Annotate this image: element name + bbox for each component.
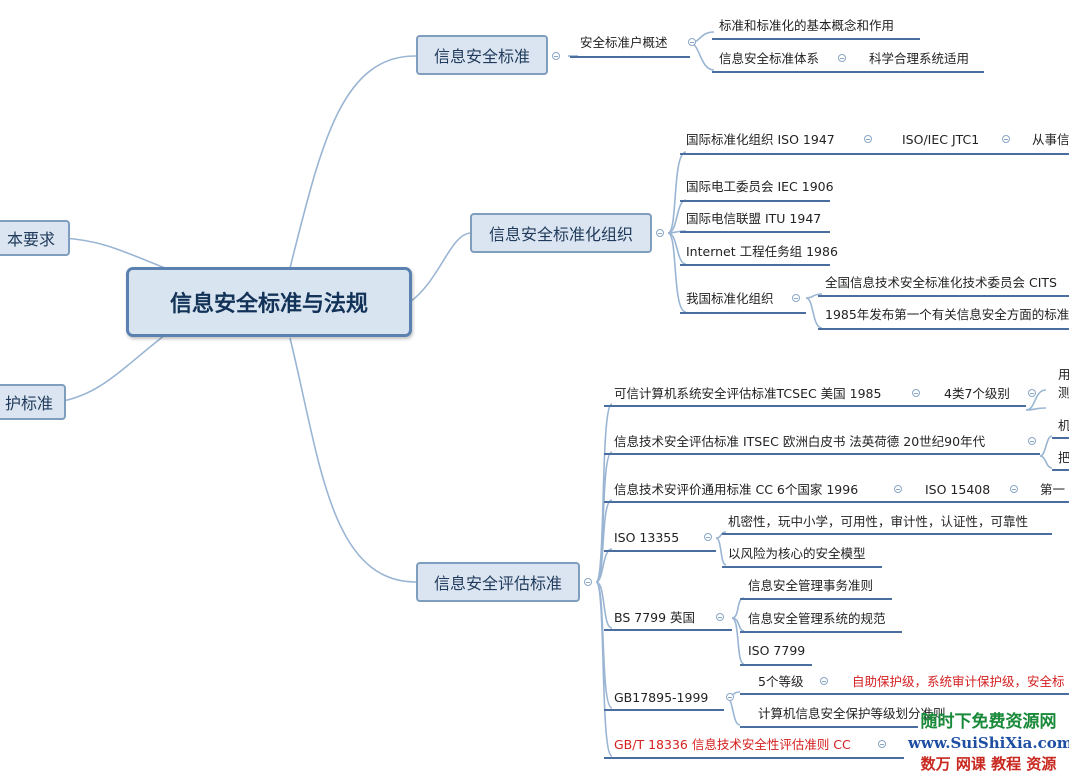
underline xyxy=(680,312,806,314)
std-system[interactable]: 信息安全标准体系 xyxy=(719,51,820,66)
collapse-toggle-icon[interactable] xyxy=(894,485,902,493)
std-overview[interactable]: 安全标准户概述 xyxy=(580,35,668,50)
eval-tcsec-levels[interactable]: 4类7个级别 xyxy=(944,386,1010,401)
underline xyxy=(740,693,1069,695)
underline xyxy=(712,38,920,40)
collapse-toggle-icon[interactable] xyxy=(878,740,886,748)
collapse-toggle-icon[interactable] xyxy=(838,54,846,62)
underline xyxy=(722,566,882,568)
eval-itsec-child-1[interactable]: 机 xyxy=(1058,418,1069,433)
org-iso-jtc-detail[interactable]: 从事信 xyxy=(1032,132,1069,147)
underline xyxy=(740,631,902,633)
collapse-toggle-icon[interactable] xyxy=(656,229,664,237)
eval-gb-division[interactable]: 计算机信息安全保护等级划分准则 xyxy=(758,706,946,721)
eval-gb-levels-detail[interactable]: 自助保护级，系统审计保护级，安全标 xyxy=(852,674,1065,689)
collapse-toggle-icon[interactable] xyxy=(1002,135,1010,143)
collapse-toggle-icon[interactable] xyxy=(716,613,724,621)
eval-bs-b[interactable]: 信息安全管理系统的规范 xyxy=(748,611,886,626)
eval-bs7799[interactable]: BS 7799 英国 xyxy=(614,610,696,625)
collapse-toggle-icon[interactable] xyxy=(584,578,592,586)
collapse-toggle-icon[interactable] xyxy=(864,135,872,143)
eval-tcsec-child-1[interactable]: 用 xyxy=(1058,367,1069,382)
collapse-toggle-icon[interactable] xyxy=(912,389,920,397)
org-ietf[interactable]: Internet 工程任务组 1986 xyxy=(686,244,838,259)
eval-gbt18336[interactable]: GB/T 18336 信息技术安全性评估准则 CC xyxy=(614,737,851,752)
eval-gb17895[interactable]: GB17895-1999 xyxy=(614,690,709,705)
eval-tcsec-child-2[interactable]: 测 xyxy=(1058,385,1069,400)
watermark-logo: 随时下免费资源网 www.SuiShiXia.com 数万 网课 教程 资源 xyxy=(908,712,1069,775)
collapse-toggle-icon[interactable] xyxy=(1028,389,1036,397)
org-1985[interactable]: 1985年发布第一个有关信息安全方面的标准 xyxy=(825,307,1069,322)
collapse-toggle-icon[interactable] xyxy=(552,52,560,60)
eval-cc[interactable]: 信息技术安评价通用标准 CC 6个国家 1996 xyxy=(614,482,859,497)
central-topic-label: 信息安全标准与法规 xyxy=(169,292,368,317)
org-cn[interactable]: 我国标准化组织 xyxy=(686,291,774,306)
branch-evaluation-standard[interactable]: 信息安全评估标准 xyxy=(416,562,580,602)
underline xyxy=(604,709,724,711)
left-node-top-label: 本要求 xyxy=(6,230,55,249)
org-cits[interactable]: 全国信息技术安全标准化技术委员会 CITS xyxy=(825,275,1057,290)
underline xyxy=(740,664,812,666)
eval-cc-iso[interactable]: ISO 15408 xyxy=(925,482,991,497)
left-node-bottom-label: 护标准 xyxy=(4,394,53,413)
underline xyxy=(740,598,892,600)
eval-iso13355[interactable]: ISO 13355 xyxy=(614,530,680,545)
watermark-line-3: 数万 网课 教程 资源 xyxy=(920,755,1057,773)
collapse-toggle-icon[interactable] xyxy=(726,693,734,701)
org-iec[interactable]: 国际电工委员会 IEC 1906 xyxy=(686,179,834,194)
eval-tcsec[interactable]: 可信计算机系统安全评估标准TCSEC 美国 1985 xyxy=(614,386,882,401)
eval-gb-levels[interactable]: 5个等级 xyxy=(758,674,804,689)
underline xyxy=(740,726,918,728)
eval-cc-first[interactable]: 第一 xyxy=(1040,482,1066,497)
collapse-toggle-icon[interactable] xyxy=(820,677,828,685)
std-concept[interactable]: 标准和标准化的基本概念和作用 xyxy=(719,18,895,33)
collapse-toggle-icon[interactable] xyxy=(1028,437,1036,445)
underline xyxy=(818,328,1069,330)
underline xyxy=(604,453,1040,455)
underline xyxy=(1052,437,1069,439)
eval-iso13355-a[interactable]: 机密性，玩中小学，可用性，审计性，认证性，可靠性 xyxy=(728,514,1029,529)
left-node-top[interactable]: 本要求 xyxy=(0,220,70,256)
underline xyxy=(818,295,1069,297)
std-system-detail[interactable]: 科学合理系统适用 xyxy=(869,51,970,66)
watermark-line-1: 随时下免费资源网 xyxy=(920,712,1057,732)
central-topic[interactable]: 信息安全标准与法规 xyxy=(126,267,412,337)
branch-label: 信息安全评估标准 xyxy=(433,574,562,593)
eval-itsec[interactable]: 信息技术安全评估标准 ITSEC 欧洲白皮书 法英荷德 20世纪90年代 xyxy=(614,434,986,449)
org-iso-jtc[interactable]: ISO/IEC JTC1 xyxy=(902,132,980,147)
eval-bs-c[interactable]: ISO 7799 xyxy=(748,643,806,658)
eval-bs-a[interactable]: 信息安全管理事务准则 xyxy=(748,578,874,593)
underline xyxy=(604,501,1069,503)
underline xyxy=(680,153,1069,155)
watermark-line-2: www.SuiShiXia.com xyxy=(908,734,1069,752)
underline xyxy=(604,405,1026,407)
underline xyxy=(680,200,830,202)
underline xyxy=(604,550,716,552)
branch-label: 信息安全标准 xyxy=(433,47,530,66)
org-itu[interactable]: 国际电信联盟 ITU 1947 xyxy=(686,211,822,226)
underline xyxy=(680,264,830,266)
collapse-toggle-icon[interactable] xyxy=(704,533,712,541)
branch-label: 信息安全标准化组织 xyxy=(488,225,633,244)
underline xyxy=(604,757,904,759)
eval-itsec-child-2[interactable]: 把 xyxy=(1058,450,1069,465)
underline xyxy=(722,533,1052,535)
collapse-toggle-icon[interactable] xyxy=(688,38,696,46)
underline xyxy=(680,231,830,233)
collapse-toggle-icon[interactable] xyxy=(792,294,800,302)
org-iso[interactable]: 国际标准化组织 ISO 1947 xyxy=(686,132,835,147)
branch-standardization-org[interactable]: 信息安全标准化组织 xyxy=(470,213,652,253)
collapse-toggle-icon[interactable] xyxy=(1010,485,1018,493)
underline xyxy=(1052,469,1069,471)
underline xyxy=(570,56,690,58)
underline xyxy=(712,71,984,73)
branch-info-security-standard[interactable]: 信息安全标准 xyxy=(416,35,548,75)
underline xyxy=(604,629,732,631)
left-node-bottom[interactable]: 护标准 xyxy=(0,384,66,420)
eval-iso13355-b[interactable]: 以风险为核心的安全模型 xyxy=(728,546,866,561)
